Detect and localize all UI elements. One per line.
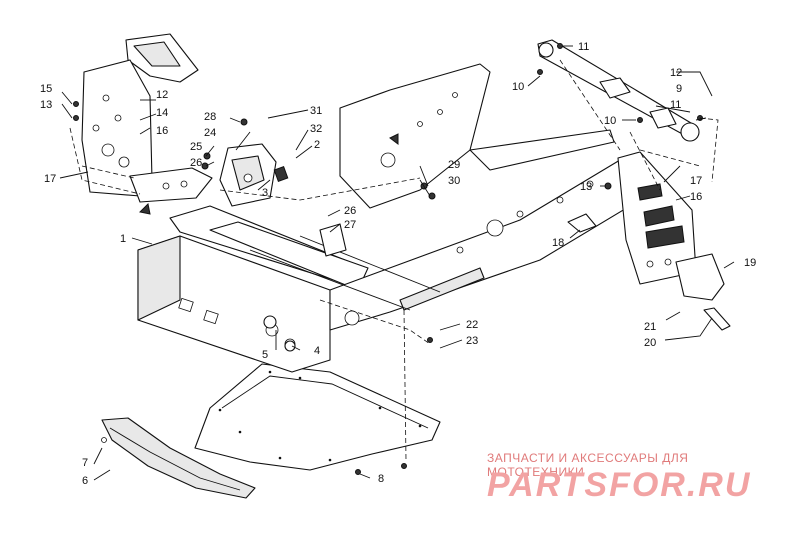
- callout-27: 27: [344, 219, 356, 231]
- callout-4: 4: [314, 345, 320, 357]
- leader-lines: [59, 45, 735, 481]
- main-frame: [137, 63, 641, 373]
- watermark-logo: PARTSFOR.RU: [487, 466, 752, 504]
- callout-19: 19: [744, 257, 756, 269]
- callout-5: 5: [262, 349, 268, 361]
- callout-28: 28: [204, 111, 216, 123]
- rear-axle: [537, 39, 700, 142]
- callout-13-right: 13: [580, 181, 592, 193]
- callout-18: 18: [552, 237, 564, 249]
- callout-30: 30: [448, 175, 460, 187]
- callout-26-center: 26: [344, 205, 356, 217]
- callout-10-right: 10: [604, 115, 616, 127]
- callout-26-left: 26: [190, 157, 202, 169]
- front-nose-pan: [101, 417, 256, 499]
- callout-10-left: 10: [512, 81, 524, 93]
- steering-bracket: [219, 143, 289, 207]
- callout-29: 29: [448, 159, 460, 171]
- callout-labels: 11 10 12 9 11 10 13 17 16 18 19 21 20 22…: [40, 41, 756, 487]
- callout-11-top: 11: [578, 41, 589, 53]
- assembly-lines: [69, 59, 719, 461]
- callout-31: 31: [310, 105, 322, 117]
- callout-9: 9: [676, 83, 682, 95]
- watermark-subtitle: ЗАПЧАСТИ И АКСЕССУАРЫ ДЛЯ МОТОТЕХНИКИ: [487, 451, 689, 479]
- callout-16-left: 16: [156, 125, 168, 137]
- callout-17-right: 17: [690, 175, 702, 187]
- left-suspension-mount: [81, 33, 213, 215]
- callout-17-left: 17: [44, 173, 56, 185]
- callout-7: 7: [82, 457, 88, 469]
- callout-12-left: 12: [156, 89, 168, 101]
- callout-22: 22: [466, 319, 478, 331]
- callout-16-right: 16: [690, 191, 702, 203]
- callout-20: 20: [644, 337, 656, 349]
- callout-3: 3: [262, 187, 268, 199]
- callout-21: 21: [644, 321, 656, 333]
- callout-2: 2: [314, 139, 320, 151]
- callout-12-right: 12: [670, 67, 682, 79]
- callout-13-left: 13: [40, 99, 52, 111]
- callout-15: 15: [40, 83, 52, 95]
- callout-24: 24: [204, 127, 216, 139]
- callout-1: 1: [120, 233, 126, 245]
- callout-32: 32: [310, 123, 322, 135]
- callout-23: 23: [466, 335, 478, 347]
- belly-pan: [194, 363, 441, 471]
- callout-11-right: 11: [670, 99, 681, 111]
- callout-6: 6: [82, 475, 88, 487]
- right-side-mount: [567, 151, 731, 331]
- callout-8: 8: [378, 473, 384, 485]
- fasteners: [73, 43, 703, 475]
- callout-25: 25: [190, 141, 202, 153]
- callout-14: 14: [156, 107, 168, 119]
